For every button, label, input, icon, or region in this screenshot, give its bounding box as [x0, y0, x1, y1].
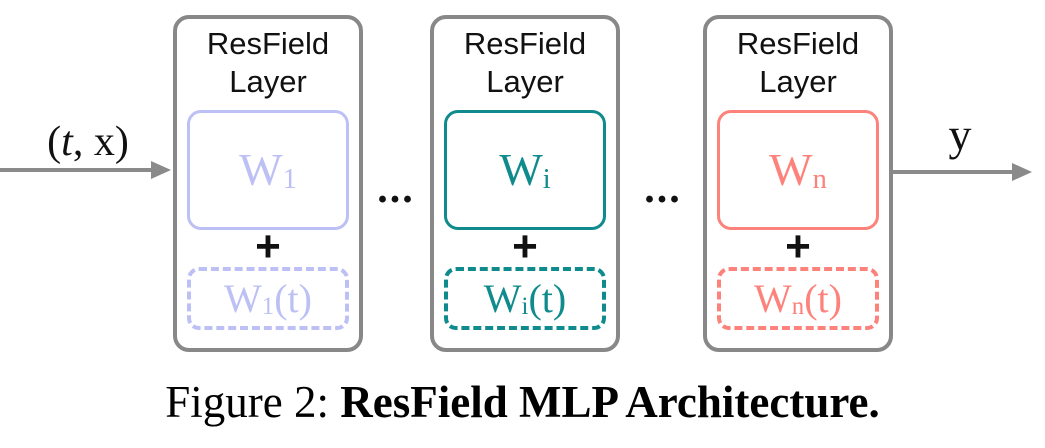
weight-subscript: n	[791, 293, 805, 321]
layer-title: ResField Layer	[707, 25, 889, 101]
output-label: y	[948, 109, 972, 160]
figure-caption-title: ResField MLP Architecture.	[340, 377, 880, 427]
weight-symbol: W	[754, 275, 792, 321]
plus-operator: +	[255, 222, 281, 271]
layer-title-line1: ResField	[463, 26, 587, 61]
plus-operator: +	[512, 222, 538, 271]
residual-weight-label: W1(t)	[224, 275, 312, 321]
base-weight-label: W1	[239, 144, 297, 196]
time-argument: (t)	[274, 275, 312, 321]
weight-subscript: 1	[282, 164, 297, 196]
weight-subscript: 1	[261, 293, 275, 321]
resfield-layer-card-1: ResField Layer W1 + W1(t)	[173, 15, 363, 352]
plus-operator: +	[785, 222, 811, 271]
base-weight-box: Wn	[717, 110, 879, 230]
output-arrow-line	[893, 170, 1012, 174]
weight-subscript: n	[812, 164, 827, 196]
input-label: (t, x)	[26, 121, 150, 163]
residual-weight-box: W1(t)	[187, 267, 349, 330]
weight-symbol: W	[499, 144, 543, 195]
weight-subscript: i	[521, 293, 529, 321]
input-arrowhead-icon	[151, 161, 171, 179]
layer-title-line2: Layer	[759, 64, 837, 99]
base-weight-box: Wi	[444, 110, 606, 230]
weight-symbol: W	[483, 275, 522, 321]
layer-title: ResField Layer	[177, 25, 359, 101]
figure-caption: Figure 2: ResField MLP Architecture.	[0, 374, 1045, 430]
weight-symbol: W	[239, 144, 283, 195]
residual-weight-box: Wi(t)	[444, 267, 606, 330]
input-arrow-line	[0, 168, 151, 172]
input-label-t: t	[61, 119, 73, 165]
ellipsis: ...	[644, 166, 682, 212]
layer-title-line2: Layer	[486, 64, 564, 99]
input-label-rest: , x)	[72, 119, 129, 165]
output-arrowhead-icon	[1012, 163, 1032, 181]
weight-symbol: W	[224, 275, 262, 321]
layer-title: ResField Layer	[434, 25, 616, 101]
figure-caption-prefix: Figure 2:	[165, 377, 341, 427]
layer-title-line1: ResField	[736, 26, 860, 61]
residual-weight-label: Wi(t)	[483, 275, 567, 321]
base-weight-label: Wi	[499, 144, 551, 196]
residual-weight-box: Wn(t)	[717, 267, 879, 330]
resfield-layer-card-n: ResField Layer Wn + Wn(t)	[703, 15, 893, 352]
ellipsis: ...	[377, 166, 415, 212]
resfield-layer-card-i: ResField Layer Wi + Wi(t)	[430, 15, 620, 352]
residual-weight-label: Wn(t)	[754, 275, 842, 321]
layer-title-line1: ResField	[206, 26, 330, 61]
base-weight-box: W1	[187, 110, 349, 230]
layer-title-line2: Layer	[229, 64, 307, 99]
weight-symbol: W	[769, 144, 813, 195]
weight-subscript: i	[542, 164, 551, 196]
time-argument: (t)	[528, 275, 567, 321]
time-argument: (t)	[804, 275, 842, 321]
base-weight-label: Wn	[769, 144, 827, 196]
input-label-open: (	[47, 119, 62, 165]
